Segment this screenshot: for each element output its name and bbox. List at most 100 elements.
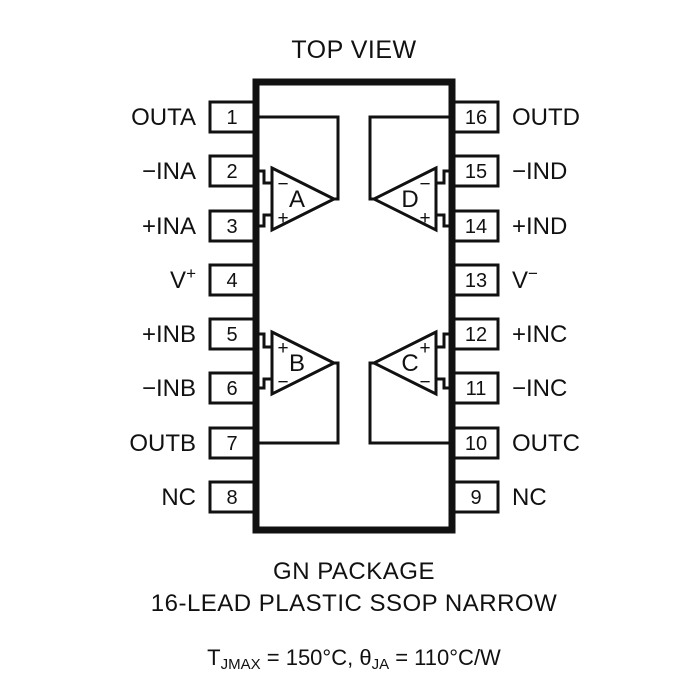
pin-14-number: 14 [465, 216, 487, 238]
wire-opamp-c-noninverting-input [436, 332, 454, 349]
pin-7: 7 OUTB [129, 426, 256, 460]
opamp-c-label: C [401, 350, 418, 377]
pin-6-number: 6 [226, 378, 237, 400]
pin-13-label-base: V [512, 267, 528, 294]
pin-10-label: OUTC [512, 430, 580, 457]
tjmax-subscript: JMAX [220, 656, 261, 673]
theta-subscript: JA [371, 656, 390, 673]
pin-3-label: +INA [142, 213, 196, 240]
tjmax-value: = 150°C, [260, 645, 360, 670]
pin-9-number: 9 [470, 487, 481, 509]
pin-8: 8 NC [161, 480, 256, 514]
pin-5: 5 +INB [142, 317, 256, 351]
pin-14-box [452, 209, 500, 243]
pin-12-label: +INC [512, 321, 567, 348]
pin-12-number: 12 [465, 324, 487, 346]
pin-14-label: +IND [512, 213, 567, 240]
pin-7-number: 7 [226, 433, 237, 455]
wire-opamp-a-noninverting-input [254, 213, 272, 228]
pin-14: 14 +IND [452, 209, 567, 243]
pin-8-box [208, 480, 256, 514]
pin-4-box [208, 263, 256, 297]
opamp-c-triangle [370, 329, 438, 397]
opamp-b-inverting-sign: − [277, 372, 288, 393]
pin-11-box [452, 371, 500, 405]
opamp-d-inverting-sign: − [419, 174, 430, 195]
opamp-c: + − C [370, 329, 438, 397]
package-name: GN PACKAGE [273, 558, 435, 585]
pin-8-label: NC [161, 484, 196, 511]
pin-2-label: −INA [142, 158, 196, 185]
pin-1-box [208, 100, 256, 134]
pin-9: 9 NC [452, 480, 547, 514]
pin-5-box [208, 317, 256, 351]
pin-5-label: +INB [142, 321, 196, 348]
pin-9-label: NC [512, 484, 547, 511]
opamp-d: − + D [370, 165, 438, 233]
pin-11: 11 −INC [452, 371, 567, 405]
pin-12: 12 +INC [452, 317, 567, 351]
opamp-c-inverting-sign: − [419, 372, 430, 393]
pin-11-number: 11 [466, 378, 487, 400]
opamp-d-label: D [401, 186, 418, 213]
thermal-note: TJMAX = 150°C, θJA = 110°C/W [104, 645, 604, 673]
pin-7-label: OUTB [129, 430, 196, 457]
pin-7-box [208, 426, 256, 460]
pin-9-box [452, 480, 500, 514]
tjmax-symbol: T [207, 645, 221, 670]
theta-value: = 110°C/W [389, 645, 501, 670]
opamp-a-inverting-sign: − [277, 174, 288, 195]
pin-4-label: V+ [170, 264, 196, 294]
pin-16-number: 16 [465, 107, 487, 129]
wire-opamp-c-inverting-input [436, 377, 454, 390]
wire-opamp-a-inverting-input [254, 169, 272, 185]
pin-2: 2 −INA [142, 154, 256, 188]
package-description: 16-LEAD PLASTIC SSOP NARROW [150, 590, 558, 617]
opamp-d-noninverting-sign: + [419, 208, 430, 229]
opamp-a-label: A [289, 186, 305, 213]
opamp-d-triangle [370, 165, 438, 233]
pin-4-label-base: V [170, 267, 186, 294]
opamp-b-noninverting-sign: + [277, 338, 288, 359]
pin-3-box [208, 209, 256, 243]
pin-15-label: −IND [512, 158, 567, 185]
pin-10-number: 10 [465, 433, 487, 455]
wire-opamp-b-noninverting-input [254, 332, 272, 349]
pin-4-label-sup: + [186, 264, 196, 283]
opamp-a-triangle [270, 165, 338, 233]
opamp-a: − + A [270, 165, 338, 233]
pin-10-box [452, 426, 500, 460]
pin-1-label: OUTA [131, 104, 196, 131]
pin-16-box [452, 100, 500, 134]
pin-13-number: 13 [465, 270, 487, 292]
pin-4: 4 V+ [170, 263, 256, 297]
pin-12-box [452, 317, 500, 351]
pin-8-number: 8 [226, 487, 237, 509]
pin-15-number: 15 [465, 161, 487, 183]
pin-15: 15 −IND [452, 154, 567, 188]
opamp-b-triangle [270, 329, 338, 397]
pin-5-number: 5 [226, 324, 237, 346]
pin-2-box [208, 154, 256, 188]
pin-3: 3 +INA [142, 209, 256, 243]
opamp-c-noninverting-sign: + [419, 338, 430, 359]
ic-body [252, 78, 456, 534]
pin-13-label-sup: − [528, 264, 538, 283]
theta-symbol: θ [359, 645, 372, 670]
pin-10: 10 OUTC [452, 426, 580, 460]
pin-2-number: 2 [226, 161, 237, 183]
pin-13-box [452, 263, 500, 297]
pin-4-number: 4 [226, 270, 237, 292]
pin-6-box [208, 371, 256, 405]
opamp-a-noninverting-sign: + [277, 208, 288, 229]
pin-11-label: −INC [512, 375, 567, 402]
wire-opamp-d-noninverting-input [436, 213, 454, 228]
top-view-title: TOP VIEW [291, 36, 417, 64]
pin-16: 16 OUTD [452, 100, 580, 134]
pin-1-number: 1 [226, 107, 237, 129]
pin-15-box [452, 154, 500, 188]
wire-opamp-d-inverting-input [436, 169, 454, 185]
opamp-b-label: B [289, 350, 305, 377]
